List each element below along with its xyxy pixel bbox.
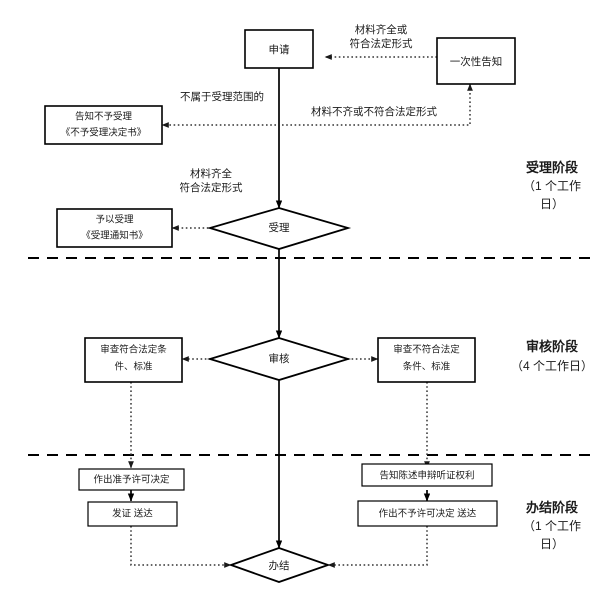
node-notice-rights[interactable]: 告知陈述申辩听证权利 (361, 463, 493, 487)
node-make-no-permit-label: 作出不予许可决定 送达 (379, 508, 477, 520)
stage-review-line-2: （4 个工作日） (511, 359, 593, 373)
node-one-time-notice[interactable]: 一次性告知 (436, 37, 516, 85)
edge-nopermit-to-complete (327, 526, 428, 568)
node-make-no-permit[interactable]: 作出不予许可决定 送达 (357, 500, 498, 527)
node-review-pass[interactable]: 审查符合法定条 件、标准 (84, 337, 183, 383)
edge-materials-incomplete (282, 83, 473, 126)
node-review-fail-label-1: 审查不符合法定 (393, 344, 460, 356)
edge-label-materials-incomplete: 材料不齐或不符合法定形式 (311, 105, 437, 118)
node-complete-label: 办结 (269, 559, 290, 572)
node-issue-deliver-label: 发证 送达 (112, 508, 153, 520)
node-review-decision[interactable]: 审核 (206, 337, 352, 381)
node-review-fail[interactable]: 审查不符合法定 条件、标准 (377, 337, 476, 383)
node-accept-grant-label-2: 《受理通知书》 (81, 230, 148, 242)
node-review-pass-label-1: 审查符合法定条 (100, 344, 167, 356)
node-accept-grant-label-1: 予以受理 (95, 214, 134, 226)
node-notice-no-accept-label-2: 《不予受理决定书》 (61, 127, 147, 139)
edge-label-materials-complete-1: 材料齐全 (190, 167, 232, 180)
node-review-pass-label-2: 件、标准 (114, 361, 153, 373)
stage-label-review: 审核阶段 （4 个工作日） (511, 339, 593, 373)
stage-label-complete: 办结阶段 （1 个工作 日） (523, 500, 581, 551)
stage-complete-line-3: 日） (540, 537, 564, 551)
node-notice-no-accept-label-1: 告知不予受理 (75, 111, 133, 123)
node-review-fail-label-2: 条件、标准 (403, 361, 451, 373)
edge-label-not-in-scope: 不属于受理范围的 (180, 90, 264, 103)
node-make-permit-label: 作出准予许可决定 (93, 474, 170, 486)
edge-label-materials-complete-2: 符合法定形式 (180, 181, 243, 194)
node-one-time-notice-label: 一次性告知 (450, 55, 503, 68)
edge-label-materials-complete-top-1: 材料齐全或 (355, 23, 408, 36)
stage-label-accept: 受理阶段 （1 个工作 日） (523, 160, 581, 211)
node-accept-grant[interactable]: 予以受理 《受理通知书》 (56, 208, 173, 248)
stage-complete-line-1: 办结阶段 (526, 500, 578, 515)
stage-accept-line-2: （1 个工作 (523, 179, 581, 193)
node-make-permit[interactable]: 作出准予许可决定 (78, 468, 185, 491)
node-apply[interactable]: 申请 (244, 29, 314, 69)
node-apply-label: 申请 (269, 43, 290, 56)
node-notice-rights-label: 告知陈述申辩听证权利 (379, 470, 474, 482)
node-review-decision-label: 审核 (269, 352, 290, 365)
node-accept-decision-label: 受理 (269, 222, 290, 234)
node-accept-decision[interactable]: 受理 (206, 207, 352, 250)
stage-accept-line-1: 受理阶段 (526, 160, 578, 175)
node-issue-deliver[interactable]: 发证 送达 (87, 501, 178, 527)
edge-issue-to-complete (130, 526, 232, 568)
node-complete[interactable]: 办结 (228, 547, 331, 583)
stage-complete-line-2: （1 个工作 (523, 519, 581, 533)
edge-label-materials-complete-top-2: 符合法定形式 (350, 37, 413, 50)
stage-accept-line-3: 日） (540, 197, 564, 211)
stage-review-line-1: 审核阶段 (526, 339, 578, 354)
node-notice-no-accept[interactable]: 告知不予受理 《不予受理决定书》 (44, 105, 163, 145)
